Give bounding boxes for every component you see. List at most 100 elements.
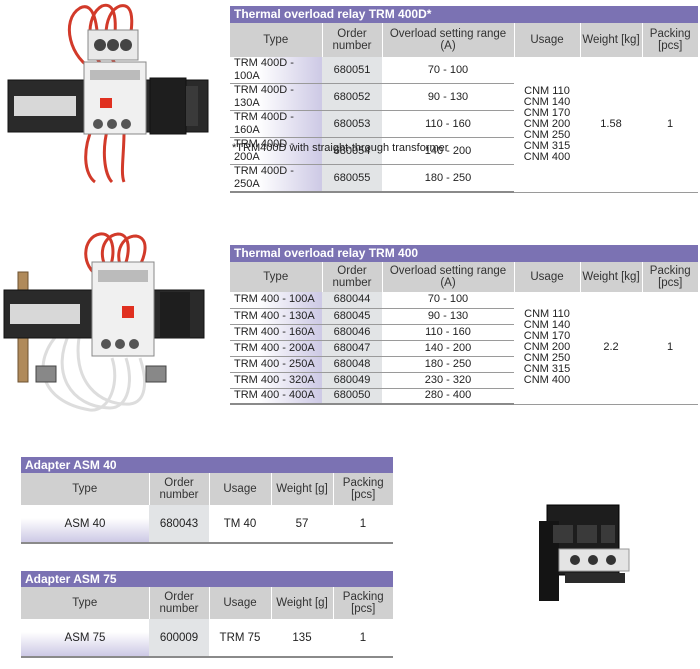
type-cell: TRM 400D - 200A [230, 137, 322, 165]
header-type: Type [230, 23, 323, 57]
usage-cell: TRM 75 [209, 619, 271, 658]
range-cell: 180 - 250 [382, 356, 514, 373]
table-row: TRM 400 - 130A 680045 90 - 130 [230, 308, 698, 325]
order-cell: 680054 [322, 137, 382, 165]
range-cell: 230 - 320 [382, 372, 514, 389]
type-cell: TRM 400 - 320A [230, 372, 322, 389]
header-weight: Weight [g] [271, 473, 334, 505]
header-packing: Packing [pcs] [333, 473, 393, 505]
table-row: TRM 400D - 100A 680051 70 - 100 CNM 110 … [230, 57, 698, 193]
weight-cell: 135 [271, 619, 333, 658]
range-cell: 110 - 160 [382, 110, 514, 138]
weight-cell: 57 [271, 505, 333, 544]
trm400d-title: Thermal overload relay TRM 400D* [230, 6, 698, 23]
header-weight: Weight [g] [271, 587, 334, 619]
type-cell: TRM 400 - 100A [230, 292, 322, 309]
header-type: Type [21, 473, 150, 505]
type-cell: TRM 400 - 200A [230, 340, 322, 357]
packing-cell: 1 [333, 505, 393, 544]
type-cell: ASM 75 [21, 619, 149, 658]
header-usage: Usage [209, 587, 272, 619]
usage-cell: CNM 110 CNM 140 CNM 170 CNM 200 CNM 250 … [514, 57, 580, 193]
weight-cell: 2.2 [580, 292, 642, 405]
asm75-title: Adapter ASM 75 [21, 571, 393, 587]
header-overload-range: Overload setting range (A) [382, 262, 515, 292]
trm400d-product-photo [0, 0, 220, 190]
type-cell: TRM 400 - 400A [230, 388, 322, 405]
order-cell: 680055 [322, 164, 382, 193]
trm400d-table: Thermal overload relay TRM 400D* Type Or… [230, 6, 698, 193]
table-row: TRM 400D - 130A 680052 90 - 130 [230, 83, 698, 111]
usage-cell: CNM 110 CNM 140 CNM 170 CNM 200 CNM 250 … [514, 292, 580, 405]
order-cell: 680048 [322, 356, 382, 373]
order-cell: 680043 [149, 505, 209, 544]
header-usage: Usage [209, 473, 272, 505]
table-row: TRM 400 - 100A 680044 70 - 100 CNM 110 C… [230, 292, 698, 405]
header-order-number: Order number [149, 473, 210, 505]
range-cell: 70 - 100 [382, 57, 514, 84]
trm400-title: Thermal overload relay TRM 400 [230, 245, 698, 262]
table-row: ASM 75 600009 TRM 75 135 1 [21, 619, 393, 658]
header-order-number: Order number [322, 23, 383, 57]
header-weight: Weight [kg] [580, 262, 643, 292]
order-cell: 680050 [322, 388, 382, 405]
type-cell: TRM 400D - 250A [230, 164, 322, 193]
asm75-table: Adapter ASM 75 Type Order number Usage W… [21, 571, 393, 658]
type-cell: TRM 400D - 130A [230, 83, 322, 111]
table-row: TRM 400 - 250A 680048 180 - 250 [230, 356, 698, 373]
adapter-product-photo [525, 495, 645, 610]
header-usage: Usage [514, 262, 581, 292]
header-type: Type [21, 587, 150, 619]
type-cell: TRM 400D - 100A [230, 57, 322, 84]
table-row: TRM 400D - 200A 680054 140 - 200 [230, 137, 698, 165]
order-cell: 680053 [322, 110, 382, 138]
packing-cell: 1 [642, 292, 698, 405]
table-row: TRM 400 - 320A 680049 230 - 320 [230, 372, 698, 389]
type-cell: TRM 400 - 160A [230, 324, 322, 341]
table-row: TRM 400 - 200A 680047 140 - 200 [230, 340, 698, 357]
header-packing: Packing [pcs] [333, 587, 393, 619]
range-cell: 280 - 400 [382, 388, 514, 405]
header-overload-range: Overload setting range (A) [382, 23, 515, 57]
range-cell: 90 - 130 [382, 308, 514, 325]
trm400-table: Thermal overload relay TRM 400 Type Orde… [230, 245, 698, 405]
table-row: TRM 400 - 400A 680050 280 - 400 [230, 388, 698, 405]
weight-cell: 1.58 [580, 57, 642, 193]
table-row: ASM 40 680043 TM 40 57 1 [21, 505, 393, 544]
usage-cell: TM 40 [209, 505, 271, 544]
order-cell: 680045 [322, 308, 382, 325]
order-cell: 680049 [322, 372, 382, 389]
range-cell: 110 - 160 [382, 324, 514, 341]
order-cell: 680044 [322, 292, 382, 309]
type-cell: ASM 40 [21, 505, 149, 544]
range-cell: 140 - 200 [382, 340, 514, 357]
order-cell: 680047 [322, 340, 382, 357]
header-type: Type [230, 262, 323, 292]
table-row: TRM 400 - 160A 680046 110 - 160 [230, 324, 698, 341]
type-cell: TRM 400 - 250A [230, 356, 322, 373]
trm400d-footnote: *TRM400D with straight-through transform… [232, 142, 449, 154]
range-cell: 140 - 200 [382, 137, 514, 165]
range-cell: 90 - 130 [382, 83, 514, 111]
packing-cell: 1 [642, 57, 698, 193]
asm40-title: Adapter ASM 40 [21, 457, 393, 473]
order-cell: 680046 [322, 324, 382, 341]
type-cell: TRM 400D - 160A [230, 110, 322, 138]
packing-cell: 1 [333, 619, 393, 658]
range-cell: 70 - 100 [382, 292, 514, 309]
table-row: TRM 400D - 160A 680053 110 - 160 [230, 110, 698, 138]
header-usage: Usage [514, 23, 581, 57]
header-packing: Packing [pcs] [642, 262, 698, 292]
trm400-product-photo [0, 232, 220, 422]
order-cell: 600009 [149, 619, 209, 658]
header-weight: Weight [kg] [580, 23, 643, 57]
header-packing: Packing [pcs] [642, 23, 698, 57]
header-order-number: Order number [149, 587, 210, 619]
range-cell: 180 - 250 [382, 164, 514, 193]
table-row: TRM 400D - 250A 680055 180 - 250 [230, 164, 698, 193]
header-order-number: Order number [322, 262, 383, 292]
asm40-table: Adapter ASM 40 Type Order number Usage W… [21, 457, 393, 544]
order-cell: 680052 [322, 83, 382, 111]
order-cell: 680051 [322, 57, 382, 84]
type-cell: TRM 400 - 130A [230, 308, 322, 325]
